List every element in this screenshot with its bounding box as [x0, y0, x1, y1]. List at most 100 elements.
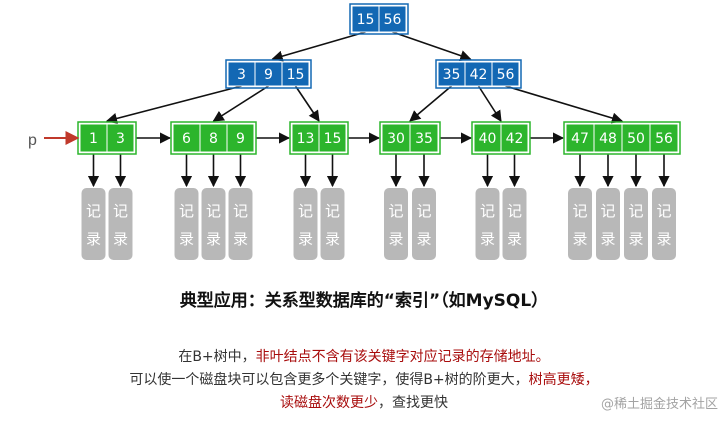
record-text-top: 记 [233, 202, 248, 220]
record-text-bottom: 录 [628, 230, 643, 248]
record-text-top: 记 [656, 202, 671, 220]
record-block: 记录 [502, 188, 527, 260]
key-cell [172, 123, 201, 153]
record-rect [228, 188, 253, 260]
leaf-node-frame [289, 121, 349, 155]
record-block: 记录 [228, 188, 253, 260]
record-block: 记录 [475, 188, 500, 260]
key-cell [409, 123, 439, 153]
internal-edge [294, 85, 320, 122]
key-cell [473, 123, 502, 153]
record-rect [384, 188, 408, 260]
record-rect [412, 188, 436, 260]
caption-line-1: 在B+树中，非叶结点不含有该关键字对应记录的存储地址。 [178, 349, 550, 365]
key-label: 3 [237, 67, 246, 83]
record-block: 记录 [596, 188, 620, 260]
record-text-bottom: 录 [480, 230, 495, 248]
key-label: 35 [415, 131, 433, 147]
record-text-top: 记 [600, 202, 615, 220]
record-rect [596, 188, 620, 260]
key-cell [351, 5, 380, 33]
key-label: 56 [497, 67, 515, 83]
key-cell [491, 61, 520, 87]
leaf-node: 40 42 [471, 121, 531, 155]
record-text-bottom: 录 [572, 230, 587, 248]
key-label: 42 [470, 67, 488, 83]
record-text-top: 记 [179, 202, 194, 220]
key-label: 9 [236, 131, 245, 147]
root-node-frame [349, 3, 409, 35]
key-cell [381, 123, 411, 153]
root-edge [392, 31, 472, 61]
key-label: 42 [506, 131, 524, 147]
key-label: 56 [384, 12, 402, 28]
key-label: 8 [209, 131, 218, 147]
record-text-bottom: 录 [416, 230, 431, 248]
key-cell [437, 61, 466, 87]
record-rect [174, 188, 199, 260]
record-block: 记录 [108, 188, 133, 260]
leaf-node-frame [471, 121, 531, 155]
key-label: 6 [182, 131, 191, 147]
pointer-label: p [28, 132, 37, 149]
leaf-node-frame [170, 121, 257, 155]
record-text-bottom: 录 [656, 230, 671, 248]
key-label: 15 [287, 67, 305, 83]
watermark: @稀土掘金技术社区 [600, 397, 718, 412]
leaf-node-frame [379, 121, 441, 155]
record-text-bottom: 录 [507, 230, 522, 248]
record-text-bottom: 录 [388, 230, 403, 248]
internal-edge [105, 85, 242, 124]
record-block: 记录 [174, 188, 199, 260]
record-text-bottom: 录 [113, 230, 128, 248]
record-text-top: 记 [206, 202, 221, 220]
key-label: 35 [443, 67, 461, 83]
diagram-title: 典型应用：关系型数据库的“索引”（如MySQL） [179, 291, 549, 311]
leaf-node-frame [563, 121, 681, 155]
record-text-top: 记 [507, 202, 522, 220]
record-text-bottom: 录 [233, 230, 248, 248]
record-text-top: 记 [298, 202, 313, 220]
record-rect [320, 188, 345, 260]
record-text-bottom: 录 [298, 230, 313, 248]
record-rect [293, 188, 318, 260]
key-cell [621, 123, 651, 153]
record-text-top: 记 [325, 202, 340, 220]
record-block: 记录 [568, 188, 592, 260]
record-block: 记录 [384, 188, 408, 260]
internal-edge [505, 85, 624, 124]
record-text-bottom: 录 [206, 230, 221, 248]
tree-edges [87, 31, 670, 188]
internal-edge [477, 85, 502, 122]
record-text-bottom: 录 [86, 230, 101, 248]
record-block: 记录 [201, 188, 226, 260]
record-text-bottom: 录 [179, 230, 194, 248]
internal-node-frame [435, 59, 522, 89]
key-cell [593, 123, 623, 153]
record-rect [502, 188, 527, 260]
key-label: 56 [655, 131, 673, 147]
internal-node: 35 42 56 [435, 59, 522, 89]
record-rect [475, 188, 500, 260]
key-cell [565, 123, 595, 153]
key-cell [500, 123, 529, 153]
record-text-top: 记 [113, 202, 128, 220]
record-text-top: 记 [628, 202, 643, 220]
key-label: 15 [357, 12, 375, 28]
root-edge [271, 31, 366, 62]
record-rect [568, 188, 592, 260]
key-label: 40 [479, 131, 497, 147]
internal-edge [409, 85, 453, 122]
key-label: 48 [599, 131, 617, 147]
internal-edge [212, 85, 269, 122]
key-label: 47 [571, 131, 589, 147]
key-label: 13 [297, 131, 315, 147]
key-label: 15 [324, 131, 342, 147]
